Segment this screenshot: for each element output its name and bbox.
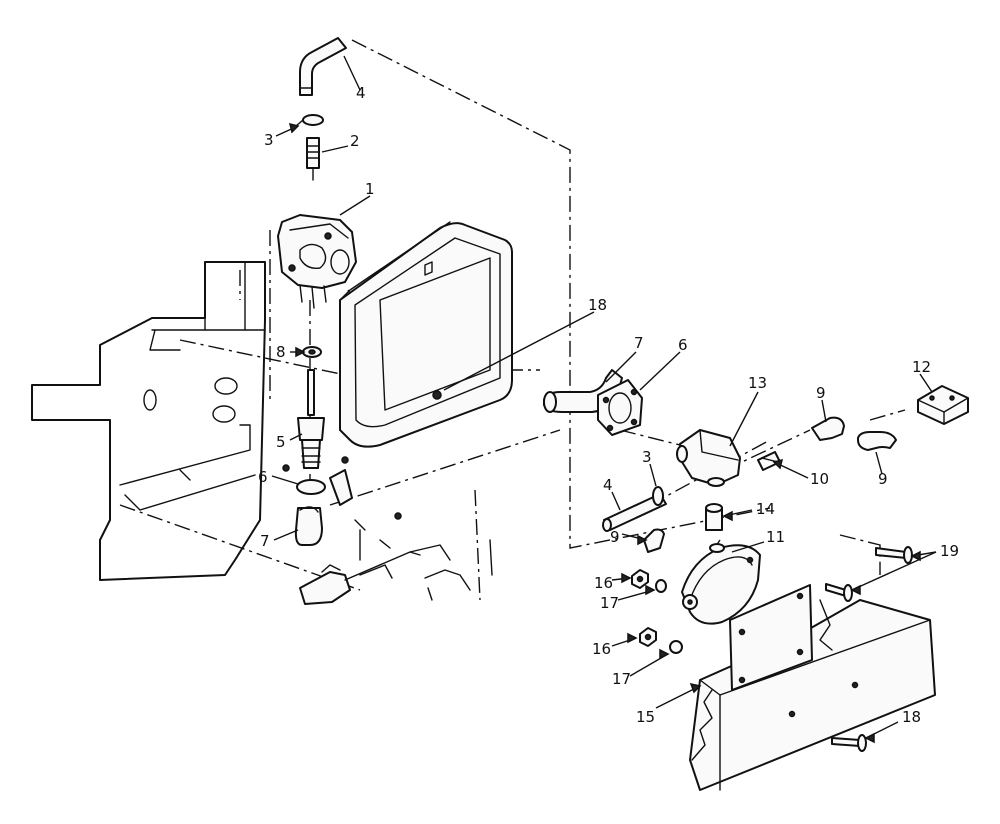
mounting-bracket-right [689,584,936,791]
callout-14: 14 [756,500,775,518]
callout-18-lower: 18 [902,708,921,726]
hose-elbow-upper [811,416,897,451]
lock-washer-upper [655,579,667,593]
callout-16-lower: 16 [592,640,611,658]
callout-10: 10 [810,470,829,488]
bolt-lower [831,734,867,752]
nut-upper [631,569,649,589]
switch-box [917,385,969,425]
control-valve [277,214,357,309]
callout-17-lower: 17 [612,670,631,688]
heater-core-box [339,221,513,448]
callout-1: 1 [365,180,375,198]
callout-7-right: 7 [634,334,644,352]
mounting-bracket-left [329,456,353,506]
control-linkage [299,519,493,605]
lock-washer-lower [669,640,683,654]
bolt-upper [875,546,913,564]
callout-9-right: 9 [878,470,888,488]
callout-13: 13 [748,374,767,392]
callout-8: 8 [276,343,286,361]
callout-7-left: 7 [260,532,270,550]
callout-18-upper: 18 [588,296,607,314]
mounting-panel [31,261,266,581]
callout-2: 2 [350,132,360,150]
callout-6-right: 6 [678,336,688,354]
callout-9-lower: 9 [610,528,620,546]
callout-16-upper: 16 [594,574,613,592]
callout-3-upper: 3 [264,131,274,149]
thermostat-actuator [297,369,325,469]
lower-hose-left [294,479,326,546]
pump-housing [681,543,761,625]
leader-arrows [288,122,921,744]
callout-15: 15 [636,708,655,726]
callout-11: 11 [766,528,785,546]
callout-labels: 4 3 2 1 18 8 5 6 7 7 6 13 9 12 10 9 3 4 … [258,84,959,726]
callout-9-upper: 9 [816,384,826,402]
callout-4-lower: 4 [603,476,613,494]
hose-clamp-upper [295,114,324,127]
nipple-fitting [306,137,320,181]
tee-fitting [676,429,741,487]
callout-12: 12 [912,358,931,376]
callout-19: 19 [940,542,959,560]
flange-gasket [597,379,643,436]
hose-elbow-lower [643,528,665,553]
leader-lines [271,55,937,739]
callout-4-upper: 4 [356,84,366,102]
callout-3-lower: 3 [642,448,652,466]
callout-5: 5 [276,433,286,451]
bolt-middle [825,583,853,602]
nut-lower [639,627,657,647]
hose-clamp-lower [652,486,664,506]
callout-17-upper: 17 [600,594,619,612]
washer [302,346,322,358]
upper-hose [299,37,347,96]
callout-6-left: 6 [258,468,268,486]
bushing [705,503,723,531]
tube-lower [602,493,667,532]
